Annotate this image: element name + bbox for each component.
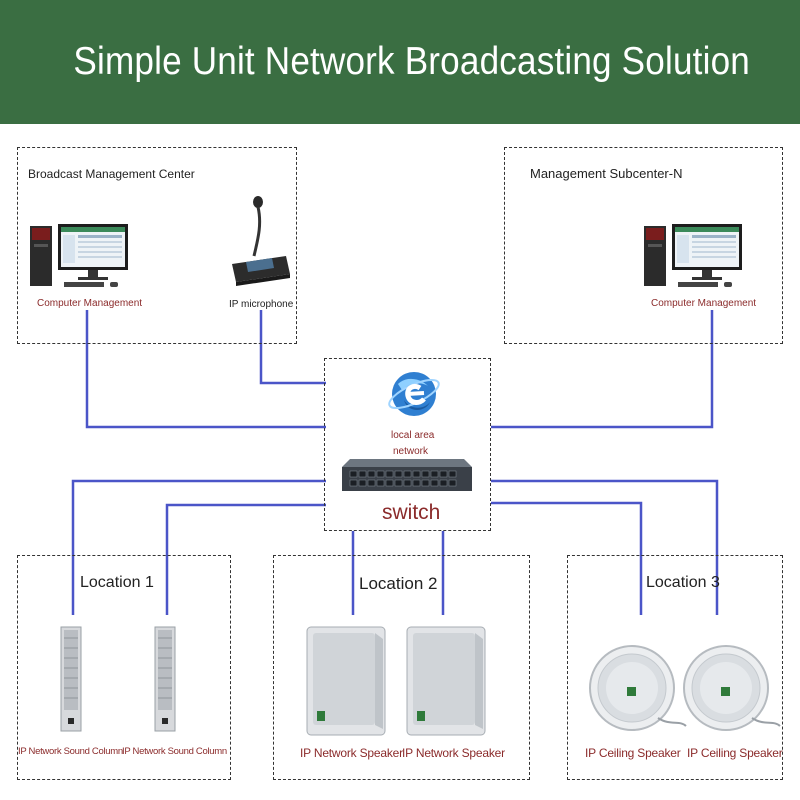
microphone-icon	[232, 196, 290, 286]
network-speaker-icon	[306, 626, 386, 736]
subcenter-title: Management Subcenter-N	[530, 166, 683, 181]
location-3-device-label-2: IP Ceiling Speaker	[687, 746, 783, 760]
location-2-title: Location 2	[359, 574, 438, 593]
location-1-device-label-1: IP Network Sound Column	[18, 746, 123, 757]
wire-loc1-col1	[71, 479, 326, 615]
sound-column-icon	[60, 626, 82, 732]
ceiling-speaker-icon	[589, 645, 687, 731]
wire-mgmt-computer	[85, 310, 326, 429]
switch-panel	[324, 358, 491, 531]
switch-label: switch	[382, 501, 441, 524]
management-center-panel	[17, 147, 297, 344]
wire-loc1-col2	[165, 503, 326, 615]
management-computer-label: Computer Management	[37, 298, 143, 309]
location-1-panel	[17, 555, 231, 780]
wire-loc3-ceil1	[491, 501, 643, 615]
sound-column-icon	[154, 626, 176, 732]
location-2-device-label-2: IP Network Speaker	[402, 746, 505, 760]
location-2-device-label-1: IP Network Speaker	[300, 746, 403, 760]
page-title: Simple Unit Network Broadcasting Solutio…	[73, 40, 750, 83]
computer-icon	[30, 224, 128, 287]
wire-loc3-ceil2	[491, 479, 719, 615]
location-1-title: Location 1	[80, 574, 154, 591]
location-3-title: Location 3	[646, 574, 720, 591]
location-1-device-label-2: IP Network Sound Column	[122, 746, 227, 757]
wire-ip-microphone	[259, 310, 326, 385]
ceiling-speaker-icon	[683, 645, 781, 731]
lan-label-line2: network	[393, 446, 429, 457]
location-2-panel	[273, 555, 530, 780]
location-3-device-label-1: IP Ceiling Speaker	[585, 746, 681, 760]
network-switch-icon	[342, 459, 472, 491]
lan-globe-icon	[388, 372, 440, 416]
management-center-title: Broadcast Management Center	[28, 167, 195, 181]
subcenter-panel	[504, 147, 783, 344]
subcenter-computer-label: Computer Management	[651, 298, 757, 309]
header-banner: Simple Unit Network Broadcasting Solutio…	[0, 0, 800, 124]
lan-label-line1: local area	[391, 430, 435, 441]
location-3-panel	[567, 555, 783, 780]
computer-icon	[644, 224, 742, 287]
wire-subcenter-computer	[491, 310, 714, 429]
network-speaker-icon	[406, 626, 486, 736]
ip-microphone-label: IP microphone	[229, 299, 294, 310]
